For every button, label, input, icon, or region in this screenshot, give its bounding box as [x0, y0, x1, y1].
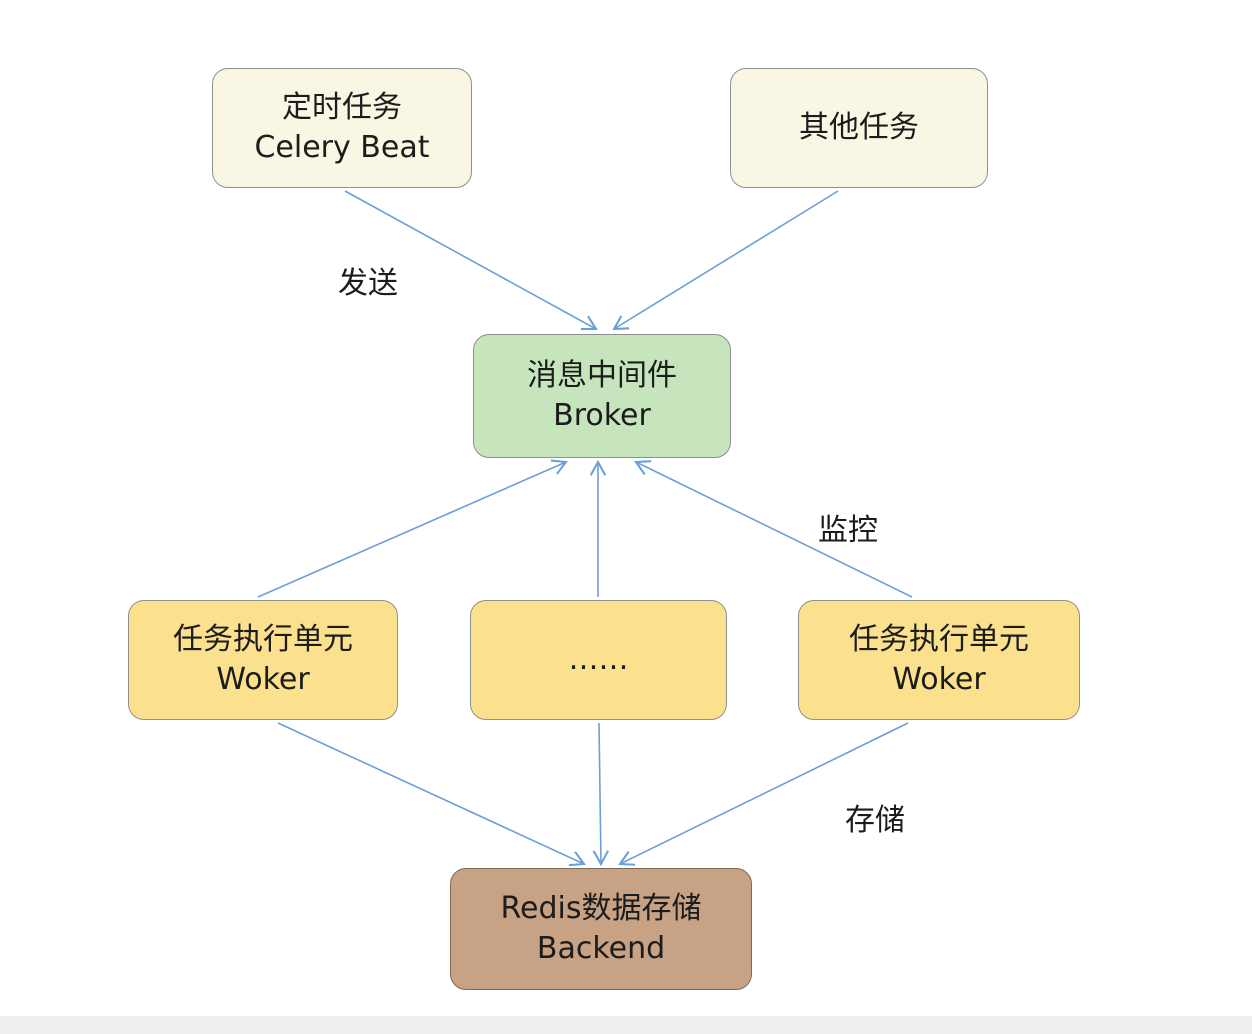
node-worker-right-label-en: Woker	[892, 662, 986, 697]
edge-worker-left-to-backend	[277, 722, 586, 867]
node-worker-ellipsis: ……	[470, 600, 727, 720]
node-broker-label-en: Broker	[553, 398, 651, 433]
edge-label-store: 存储	[845, 803, 905, 838]
node-celery-beat-label-en: Celery Beat	[254, 130, 430, 165]
edge-worker-right-to-broker	[634, 460, 913, 598]
node-broker-label-zh: 消息中间件	[527, 357, 677, 393]
node-backend-label-en: Backend	[536, 931, 666, 966]
node-other-tasks-label: 其他任务	[799, 109, 919, 145]
node-other-tasks: 其他任务	[730, 68, 988, 188]
node-celery-beat: 定时任务 Celery Beat	[212, 68, 472, 188]
node-celery-beat-label-zh: 定时任务	[282, 89, 402, 125]
edge-worker-left-to-broker	[257, 459, 568, 598]
bottom-strip	[0, 1016, 1252, 1034]
edge-beat-to-broker	[344, 190, 598, 331]
node-worker-right: 任务执行单元 Woker	[798, 600, 1080, 720]
edge-label-monitor: 监控	[818, 513, 878, 548]
node-worker-right-label-zh: 任务执行单元	[849, 621, 1029, 657]
edge-worker-right-to-backend	[618, 722, 909, 866]
node-worker-left-label-zh: 任务执行单元	[173, 621, 353, 657]
edge-worker-mid-to-backend	[592, 722, 610, 867]
node-broker: 消息中间件 Broker	[473, 334, 731, 458]
node-backend-label-zh: Redis数据存储	[500, 890, 702, 926]
node-worker-ellipsis-label: ……	[568, 641, 629, 677]
node-worker-left-label-en: Woker	[216, 662, 310, 697]
edge-label-send: 发送	[338, 266, 398, 301]
edge-other-to-broker	[612, 190, 839, 331]
node-worker-left: 任务执行单元 Woker	[128, 600, 398, 720]
node-backend: Redis数据存储 Backend	[450, 868, 752, 990]
